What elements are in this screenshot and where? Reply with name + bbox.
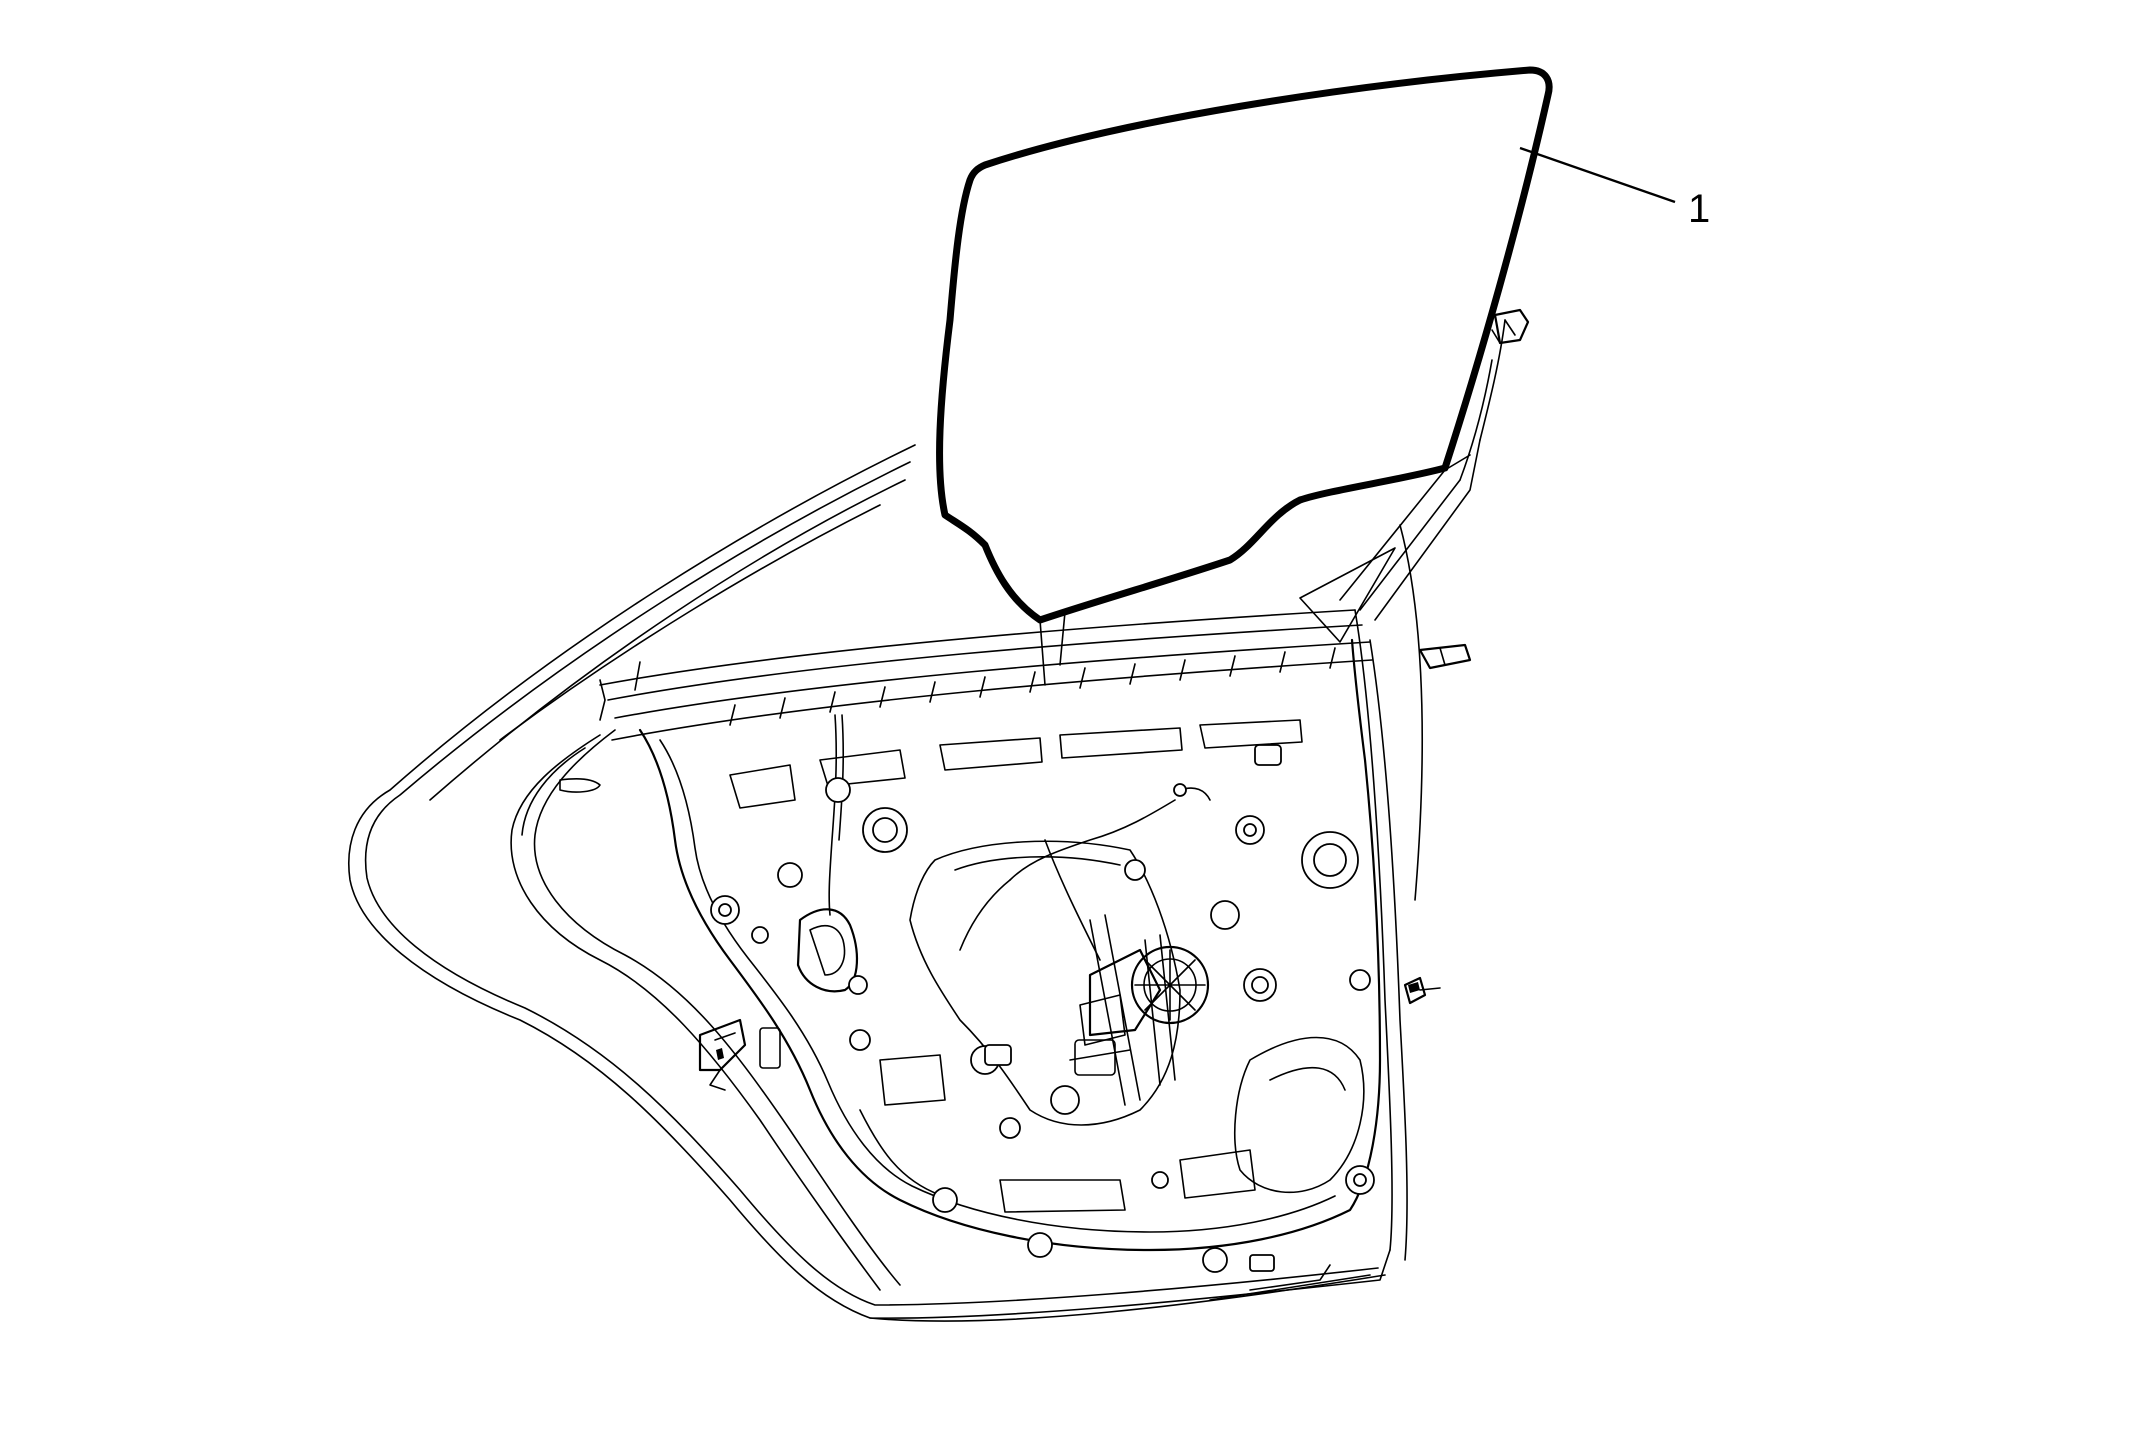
door-latch-assembly (796, 714, 868, 995)
frame-rib-pattern (729, 647, 1336, 726)
side-bolt (1403, 976, 1441, 1005)
window-glass (936, 66, 1553, 686)
hinge-upper (1491, 308, 1530, 345)
callout-1-label: 1 (1688, 187, 1710, 231)
hinge-lower (1418, 643, 1472, 670)
motor-gear-teeth (1134, 949, 1206, 1021)
door-inner-panel (638, 638, 1382, 1252)
window-regulator-motor (959, 783, 1211, 1106)
lock-striker-bracket (698, 1018, 781, 1091)
callout-1-leader (1519, 146, 1676, 204)
callout-1: 1 (1519, 146, 1710, 231)
door-outer-panel (348, 319, 1506, 1322)
panel-holes (710, 744, 1375, 1273)
